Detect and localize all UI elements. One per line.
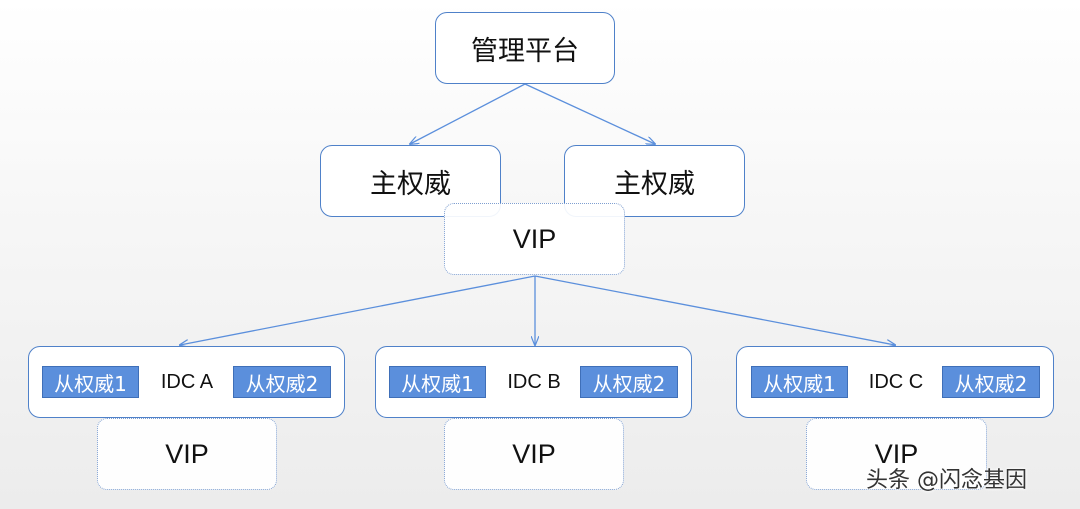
idc-c-slave-authority-2-label: 从权威2 <box>954 371 1028 396</box>
master-vip-label: VIP <box>512 223 557 254</box>
idc-a-slave-authority-1-label: 从权威1 <box>54 371 127 396</box>
idc-c-slave-authority-1-label: 从权威1 <box>763 371 836 396</box>
idc-a-slave-authority-2: 从权威2 <box>233 366 331 398</box>
idc-c-slave-authority-2: 从权威2 <box>942 366 1040 398</box>
idc-b-slave-authority-1-label: 从权威1 <box>401 371 474 396</box>
watermark-text: 头条 @闪念基因 <box>866 468 1027 493</box>
idc-c-vip-node: VIP <box>806 418 987 490</box>
idc-a-name: IDC A <box>160 370 214 393</box>
idc-a-slave-authority-1: 从权威1 <box>42 366 139 398</box>
idc-b-name: IDC B <box>507 370 561 393</box>
idc-b-slave-authority-2-label: 从权威2 <box>592 371 666 396</box>
idc-c-vip-label: VIP <box>874 438 919 469</box>
arrow-vip-to-idc-c <box>534 275 895 345</box>
management-platform-node: 管理平台 <box>435 12 615 84</box>
idc-a-group: 从权威1 IDC A 从权威2 <box>28 346 345 418</box>
arrow-root-to-master-right <box>524 83 655 144</box>
idc-c-group: 从权威1 IDC C 从权威2 <box>736 346 1054 418</box>
master-authority-right-label: 主权威 <box>614 168 695 200</box>
arrow-vip-to-idc-a <box>180 275 536 345</box>
idc-b-slave-authority-2: 从权威2 <box>580 366 678 398</box>
idc-b-vip-node: VIP <box>444 418 624 490</box>
master-vip-node: VIP <box>444 203 625 275</box>
idc-c-name: IDC C <box>868 370 924 393</box>
idc-b-slave-authority-1: 从权威1 <box>389 366 486 398</box>
idc-a-slave-authority-2-label: 从权威2 <box>245 371 319 396</box>
idc-a-vip-label: VIP <box>165 438 209 469</box>
arrow-root-to-master-left <box>410 83 526 144</box>
idc-b-group: 从权威1 IDC B 从权威2 <box>375 346 692 418</box>
idc-a-vip-node: VIP <box>97 418 277 490</box>
master-authority-left-label: 主权威 <box>370 168 451 200</box>
management-platform-label: 管理平台 <box>471 35 579 67</box>
idc-c-slave-authority-1: 从权威1 <box>751 366 848 398</box>
idc-b-vip-label: VIP <box>512 438 556 469</box>
